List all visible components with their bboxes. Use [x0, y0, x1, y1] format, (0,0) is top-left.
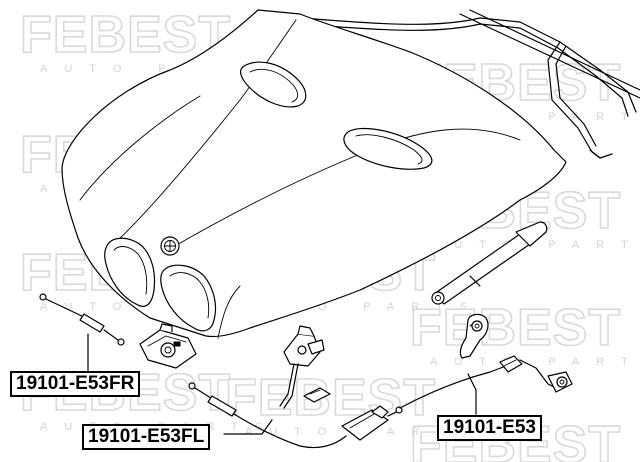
watermark-tagline: AUTO PARTS	[430, 356, 640, 368]
leader-lines	[87, 333, 477, 435]
part-label-bottom: 19101-E53FL	[82, 424, 211, 450]
watermark-brand: FEBEST	[410, 299, 621, 357]
left-cable-assembly	[39, 293, 125, 346]
hood	[61, 9, 567, 339]
bottom-cable-assembly	[188, 382, 403, 449]
right-cable-assembly	[399, 355, 573, 409]
left-hood-lock	[139, 323, 197, 369]
watermark-tagline: AUTO PARTS	[430, 239, 640, 251]
hood-strut	[431, 221, 548, 305]
centre-hood-latch	[279, 325, 331, 409]
part-label-left: 19101-E53FR	[10, 371, 141, 397]
leader-bottom	[223, 419, 273, 435]
watermark-brand: FEBEST	[20, 6, 231, 64]
watermark-brand: FEBEST	[225, 369, 436, 427]
hood-release-handle	[459, 313, 489, 359]
part-label-right: 19101-E53	[437, 415, 542, 441]
leader-right	[467, 373, 477, 415]
